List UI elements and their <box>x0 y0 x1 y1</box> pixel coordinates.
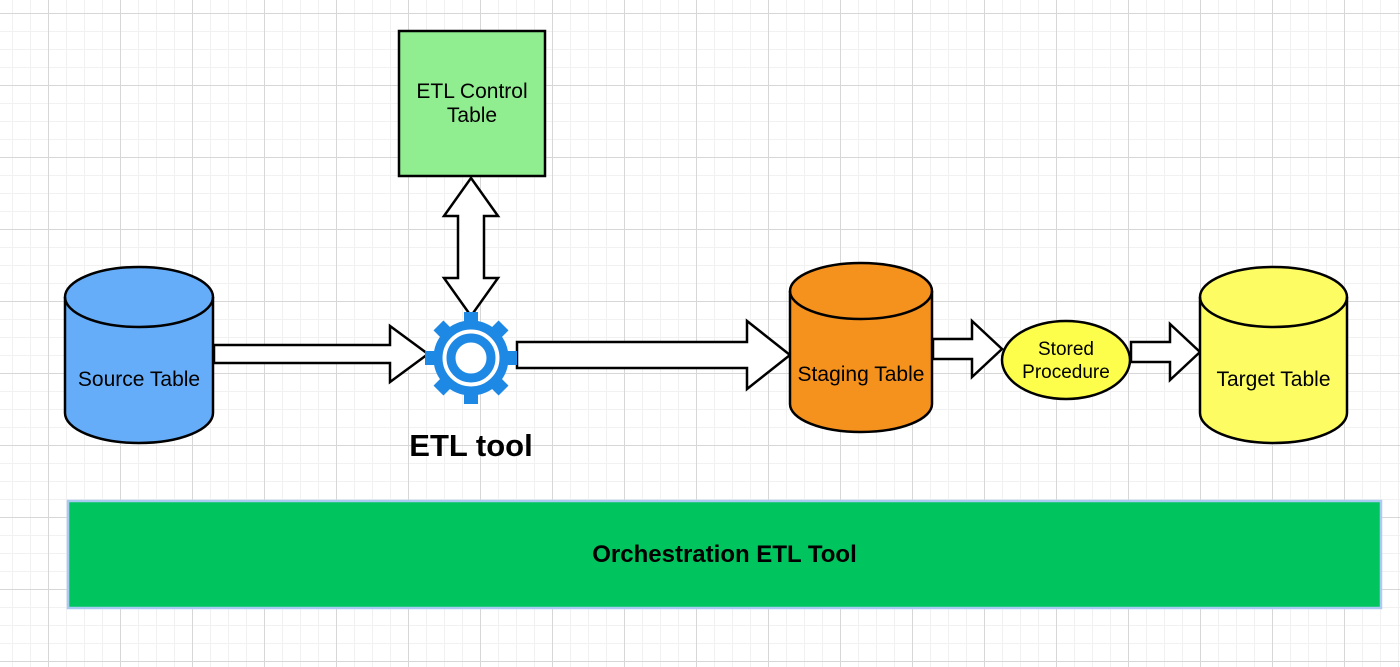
arrow-etl-to-staging[interactable] <box>515 318 793 392</box>
etl-control-table-box[interactable] <box>397 29 547 178</box>
source-table-cylinder[interactable] <box>63 265 215 445</box>
connectors-group <box>212 175 1202 392</box>
target-table-label: Target Table <box>1216 368 1331 391</box>
etl-control-table-label-line2: Table <box>446 104 498 127</box>
orchestration-banner-label: Orchestration ETL Tool <box>592 541 857 568</box>
stored-procedure-ellipse[interactable] <box>1000 319 1132 401</box>
staging-table-cylinder[interactable] <box>788 261 934 434</box>
arrow-procedure-to-target[interactable] <box>1129 321 1202 383</box>
etl-control-table-label: ETL Control Table <box>399 80 545 128</box>
stored-procedure-label: Stored Procedure <box>1003 338 1129 384</box>
arrow-staging-to-procedure[interactable] <box>931 318 1004 380</box>
stored-procedure-label-line1: Stored <box>1038 339 1094 360</box>
stored-procedure-label-line2: Procedure <box>1022 362 1110 383</box>
etl-tool-label: ETL tool <box>409 428 533 463</box>
bidirectional-arrow-control-to-etl[interactable] <box>441 175 501 319</box>
target-table-cylinder[interactable] <box>1198 265 1349 445</box>
orchestration-banner-box[interactable] <box>66 499 1383 610</box>
source-table-label: Source Table <box>77 368 201 391</box>
gear-icon[interactable] <box>425 312 517 404</box>
staging-table-label: Staging Table <box>797 363 925 386</box>
etl-control-table-label-line1: ETL Control <box>416 80 528 103</box>
arrow-source-to-etl[interactable] <box>212 323 431 385</box>
